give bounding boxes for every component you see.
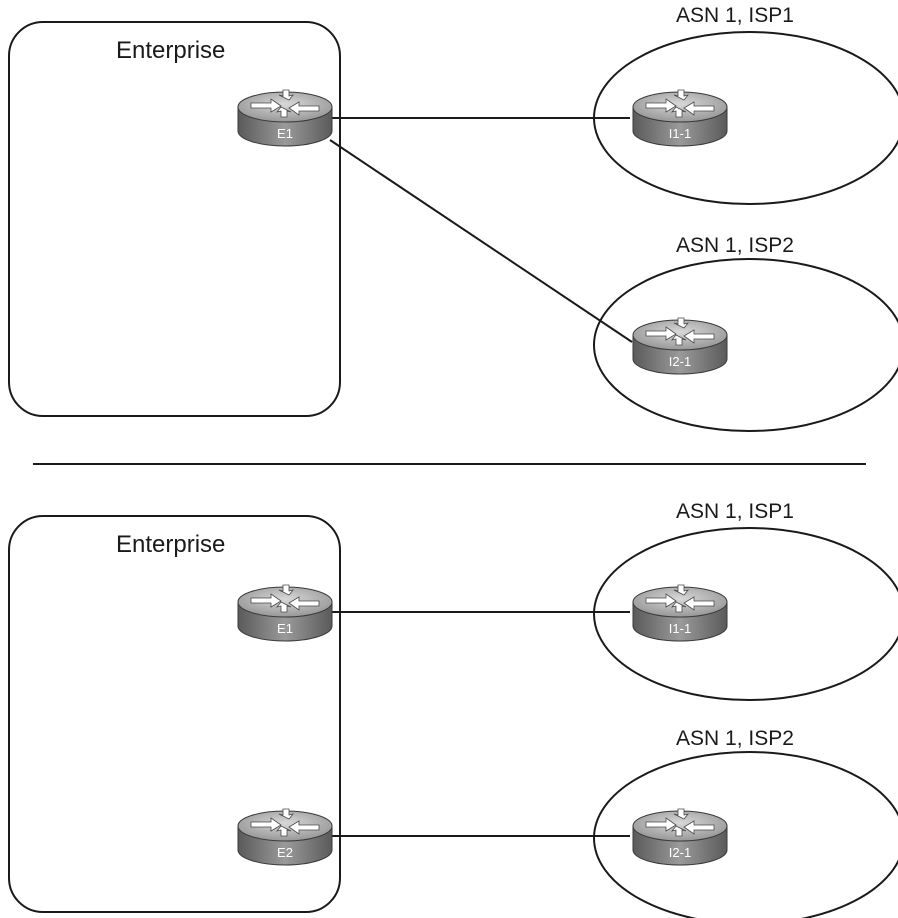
router-icon-i1-1: I1-1 bbox=[632, 584, 728, 642]
router-label-i1-1: I1-1 bbox=[669, 621, 691, 636]
router-icon-e1: E1 bbox=[237, 89, 333, 147]
router-icon-i1-1: I1-1 bbox=[632, 89, 728, 147]
router-icon-e2: E2 bbox=[237, 808, 333, 866]
enterprise-box bbox=[8, 515, 341, 913]
router-icon-i2-1: I2-1 bbox=[632, 317, 728, 375]
isp1-label: ASN 1, ISP1 bbox=[676, 500, 794, 523]
router-icon-i2-1: I2-1 bbox=[632, 808, 728, 866]
isp1-cloud bbox=[593, 527, 898, 701]
isp2-cloud bbox=[593, 258, 898, 432]
isp2-cloud bbox=[593, 751, 898, 918]
isp2-label: ASN 1, ISP2 bbox=[676, 727, 794, 750]
link-e1-i2 bbox=[329, 139, 633, 343]
isp1-label: ASN 1, ISP1 bbox=[676, 4, 794, 27]
isp2-label: ASN 1, ISP2 bbox=[676, 234, 794, 257]
router-label-e2: E2 bbox=[277, 845, 293, 860]
router-icon-e1: E1 bbox=[237, 584, 333, 642]
bottom-diagram: Enterprise ASN 1, ISP1 ASN 1, ISP2 E1 E2… bbox=[8, 500, 898, 918]
top-diagram: Enterprise ASN 1, ISP1 ASN 1, ISP2 E1 I1… bbox=[8, 4, 898, 432]
enterprise-box bbox=[8, 21, 341, 417]
router-label-i2-1: I2-1 bbox=[669, 354, 691, 369]
router-label-e1: E1 bbox=[277, 126, 293, 141]
router-label-i1-1: I1-1 bbox=[669, 126, 691, 141]
router-label-e1: E1 bbox=[277, 621, 293, 636]
router-label-i2-1: I2-1 bbox=[669, 845, 691, 860]
enterprise-label: Enterprise bbox=[116, 37, 225, 64]
enterprise-label: Enterprise bbox=[116, 531, 225, 558]
